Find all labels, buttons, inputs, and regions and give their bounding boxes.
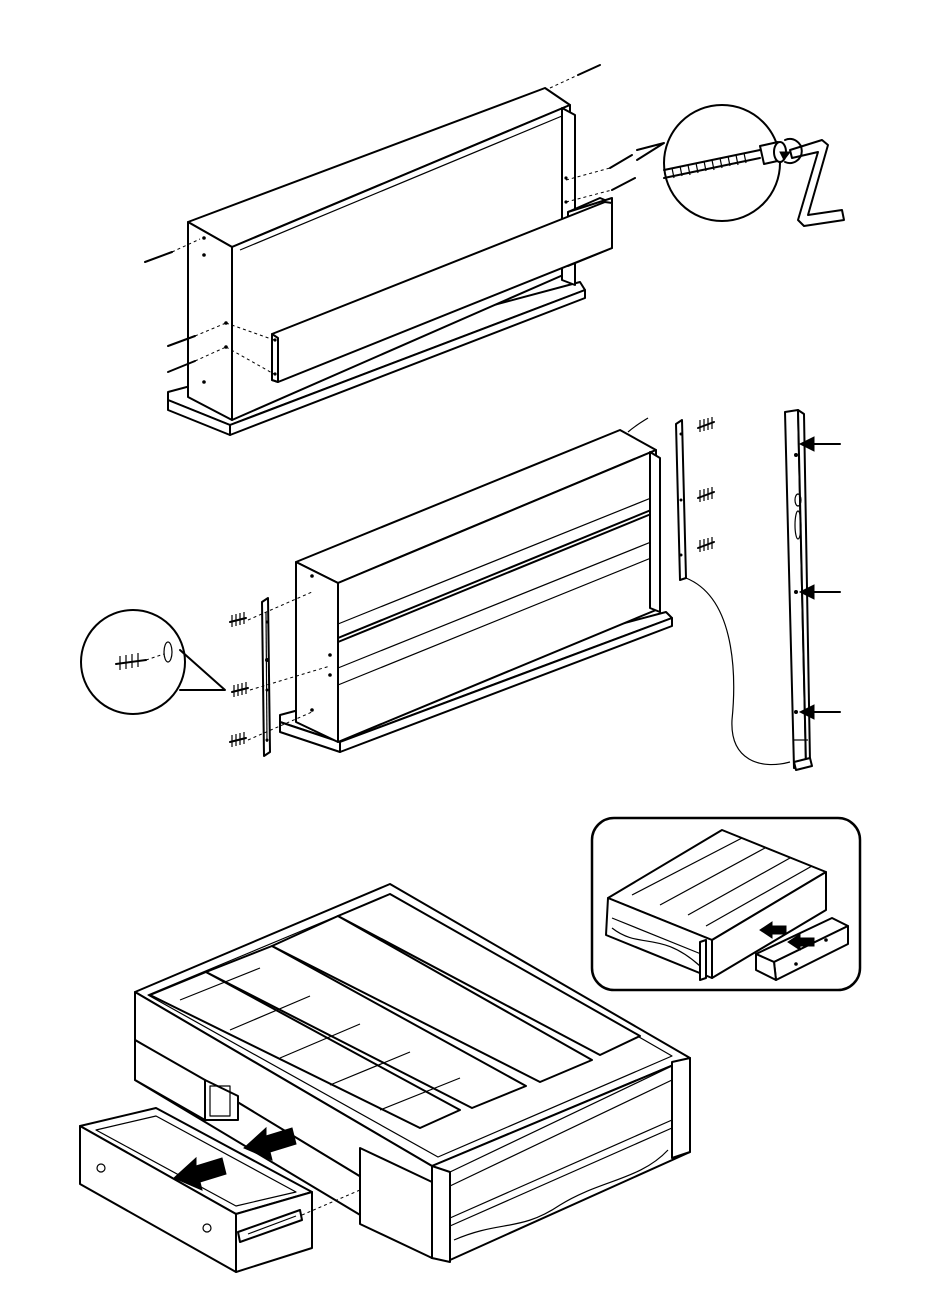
metal-bracket-right [676, 420, 686, 580]
step-2-bracket-installation [81, 410, 840, 770]
inset-view [592, 818, 860, 990]
allen-key-icon [780, 139, 844, 226]
cabinet-side-left [296, 562, 338, 742]
allen-key-detail [637, 105, 844, 226]
step-3-drawer-insertion [80, 818, 860, 1272]
screw-icon [698, 417, 714, 552]
side-panel-left [188, 222, 232, 420]
bracket-detail [785, 410, 840, 770]
step-1-headboard-assembly [145, 65, 844, 435]
screw-detail [81, 610, 225, 714]
